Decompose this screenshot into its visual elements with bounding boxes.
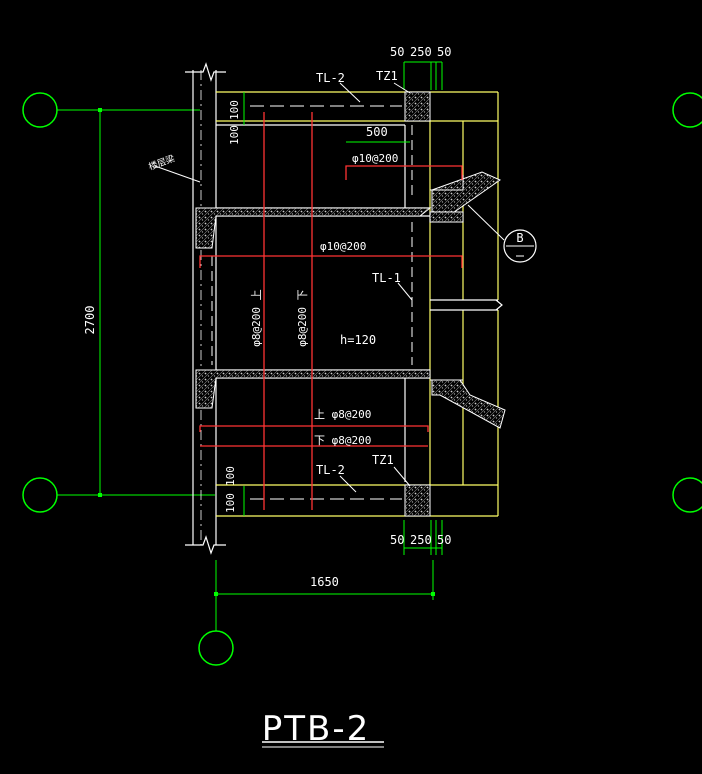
dim-top-50-left: 50 xyxy=(390,45,404,59)
stair-lines xyxy=(430,175,464,381)
axis-bubble-bottom-left xyxy=(22,477,58,513)
rebar-label-vert-bottom: φ8@200 下 xyxy=(296,289,309,346)
label-tl2-top: TL-2 xyxy=(316,71,345,85)
axis-bubbles xyxy=(22,92,702,666)
rebar-landing xyxy=(199,255,463,268)
axis-bubble-top-right xyxy=(672,92,702,128)
label-tl2-bottom: TL-2 xyxy=(316,463,345,477)
column-tz1-top xyxy=(404,91,431,122)
dimension-ticks xyxy=(98,108,435,596)
rebar-label-horiz-bottom: 下 φ8@200 xyxy=(314,434,371,447)
label-thickness: h=120 xyxy=(340,333,376,347)
dim-top-250: 250 xyxy=(410,45,432,59)
dim-width-1650: 1650 xyxy=(310,575,339,589)
label-tz1-bottom: TZ1 xyxy=(372,453,394,467)
beam-centerlines xyxy=(211,105,413,500)
drawing-title: PTB-2 xyxy=(262,709,384,749)
landing-slab-lower xyxy=(195,369,431,409)
section-marker-label: B xyxy=(516,231,523,245)
dim-bottom-50-right: 50 xyxy=(437,533,451,547)
axis-lines xyxy=(57,109,217,631)
axis-bubble-bottom xyxy=(198,630,234,666)
break-symbol-bottom xyxy=(185,535,226,555)
concrete-hatching xyxy=(195,91,506,517)
left-wall xyxy=(185,62,226,555)
dim-bottom-100-a: 100 xyxy=(224,466,237,486)
rebar-label-vert-top: φ8@200 上 xyxy=(250,289,263,346)
drawing-title-text: PTB-2 xyxy=(262,709,371,749)
label-wall-note: 楼层梁 xyxy=(147,152,176,173)
step-block-upper xyxy=(429,211,464,223)
rebar-labels: φ10@200 φ10@200 φ8@200 上 φ8@200 下 上 φ8@2… xyxy=(250,152,398,447)
rebar-label-landing: φ10@200 xyxy=(320,240,366,253)
axis-bubble-bottom-right xyxy=(672,477,702,513)
stair-flight-lower xyxy=(431,379,506,429)
rebar-lines xyxy=(199,112,463,510)
dimension-text: 50 250 50 50 250 50 1650 500 2700 100 10… xyxy=(83,45,451,589)
dim-500: 500 xyxy=(366,125,388,139)
dimension-lines xyxy=(95,61,443,600)
rebar-label-horiz-top: 上 φ8@200 xyxy=(314,408,371,421)
dim-bottom-50-left: 50 xyxy=(390,533,404,547)
dim-top-100-b: 100 xyxy=(228,125,241,145)
rebar-top-edge xyxy=(345,165,463,180)
dim-top-50-right: 50 xyxy=(437,45,451,59)
leader-lines xyxy=(154,82,413,493)
dim-height-2700: 2700 xyxy=(83,306,97,335)
break-symbol-top xyxy=(185,62,226,82)
section-marker: B xyxy=(467,204,537,263)
label-tl1: TL-1 xyxy=(372,271,401,285)
column-tz1-bottom xyxy=(404,484,431,517)
dim-top-100-a: 100 xyxy=(228,100,241,120)
axis-bubble-top-left xyxy=(22,92,58,128)
label-tz1-top: TZ1 xyxy=(376,69,398,83)
dim-bottom-100-b: 100 xyxy=(224,493,237,513)
rebar-horiz-top xyxy=(199,425,429,432)
dim-bottom-250: 250 xyxy=(410,533,432,547)
rebar-label-top-edge: φ10@200 xyxy=(352,152,398,165)
landing-slab-upper xyxy=(195,207,432,249)
